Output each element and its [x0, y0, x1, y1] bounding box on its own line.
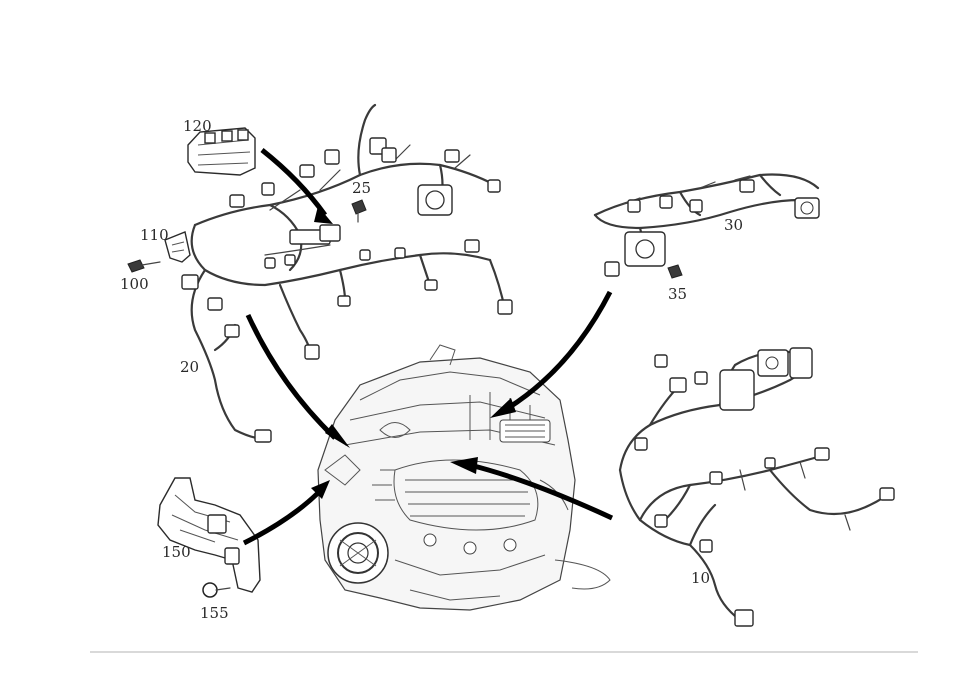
pointer-arrows	[242, 148, 614, 546]
arrow-20	[245, 313, 337, 440]
part-25-bolt	[351, 199, 367, 223]
harness-10	[618, 347, 895, 627]
arrow-10	[469, 462, 614, 521]
part-155-bolt	[202, 582, 231, 598]
callout-100: 100	[120, 275, 149, 293]
part-110-bracket	[164, 231, 191, 263]
callout-20: 20	[180, 358, 199, 376]
callout-150: 150	[162, 543, 191, 561]
harness-20	[181, 103, 513, 443]
callout-120: 120	[183, 117, 212, 135]
callout-labels: 120 25 110 100 20 30 35 10 150 155	[120, 117, 743, 622]
engine-assembly	[317, 344, 611, 611]
callout-25: 25	[352, 179, 371, 197]
part-35-bolt	[667, 264, 683, 279]
callout-30: 30	[724, 216, 743, 234]
arrow-150	[242, 491, 320, 546]
harness-30	[593, 173, 820, 277]
bottom-rule	[90, 651, 918, 653]
callout-35: 35	[668, 285, 687, 303]
arrow-30	[503, 290, 613, 413]
arrow-120	[260, 148, 328, 217]
part-150-bracket	[157, 477, 261, 593]
part-100-bolt	[127, 259, 161, 273]
callout-155: 155	[200, 604, 229, 622]
part-120-relay-box	[187, 127, 256, 176]
callout-110: 110	[140, 226, 169, 244]
callout-10: 10	[691, 569, 710, 587]
